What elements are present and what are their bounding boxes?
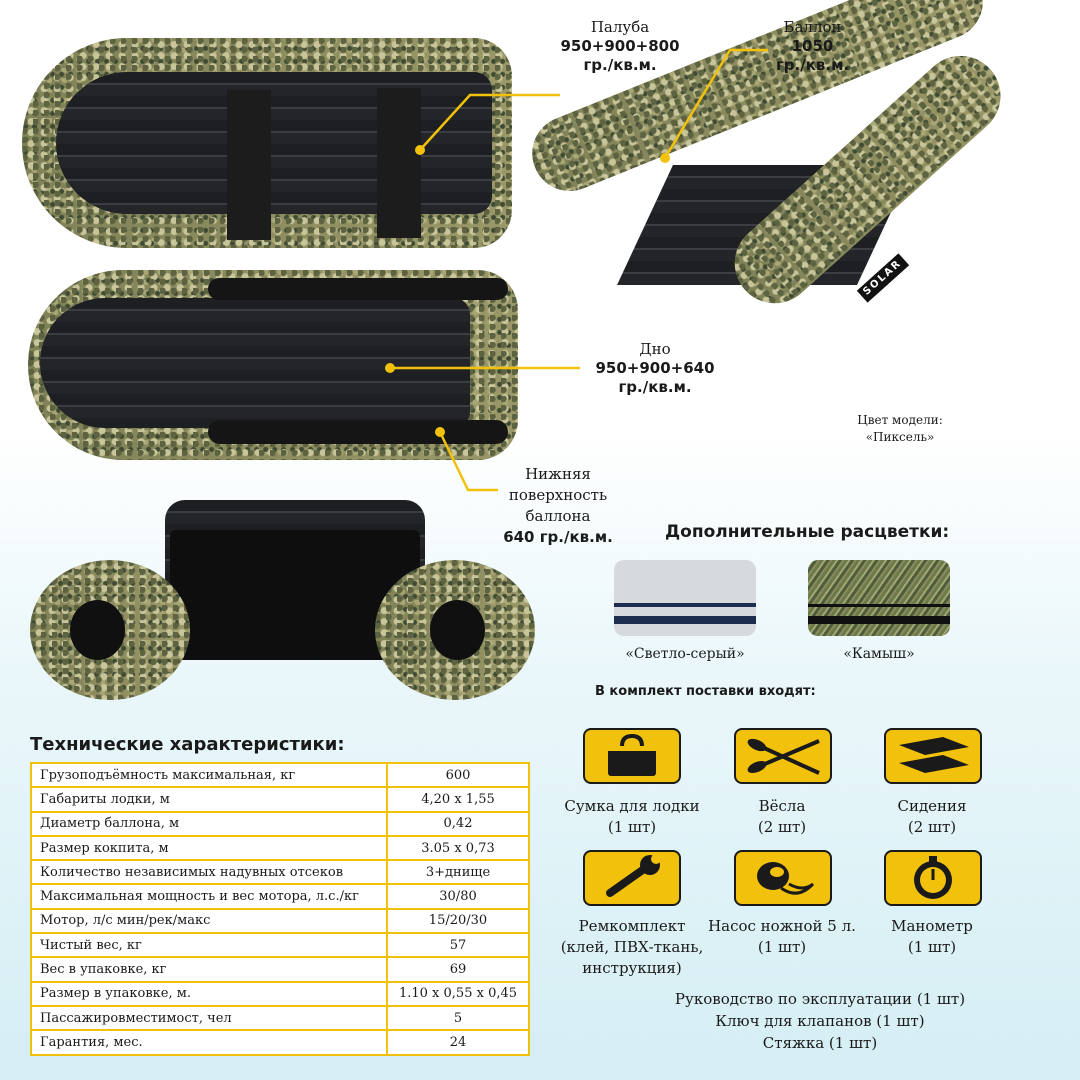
spec-name: Максимальная мощность и вес мотора, л.с.…: [30, 883, 388, 910]
spec-name: Размер в упаковке, м.: [30, 980, 388, 1007]
tube-underside-callout: Нижняя поверхность баллона 640 гр./кв.м.: [488, 464, 628, 548]
kit-extras: Руководство по эксплуатации (1 шт) Ключ …: [550, 988, 1080, 1054]
manometer-icon: [884, 850, 982, 906]
tube-underside-value: 640 гр./кв.м.: [503, 528, 613, 546]
kit-item-bag-qty: (1 шт): [607, 818, 657, 836]
table-row: Максимальная мощность и вес мотора, л.с.…: [30, 883, 530, 910]
kit-item-foot-pump: Насос ножной 5 л. (1 шт): [692, 916, 872, 958]
kit-item-oars: Вёсла (2 шт): [692, 796, 872, 838]
model-color-value: «Пиксель»: [865, 430, 935, 444]
table-row: Гарантия, мес.24: [30, 1029, 530, 1056]
spec-name: Мотор, л/с мин/рек/макс: [30, 907, 388, 935]
color-swatch-light-grey: [614, 560, 756, 636]
model-color-label: Цвет модели:: [857, 413, 943, 427]
kit-item-repair-kit-name: Ремкомплект: [578, 917, 686, 935]
spec-value: 600: [386, 761, 530, 789]
kit-extra-valve-key: Ключ для клапанов (1 шт): [715, 1012, 925, 1030]
spec-value: 4,20 х 1,55: [386, 786, 530, 813]
bottom-value: 950+900+640: [595, 359, 715, 377]
tube-underside-line3: баллона: [525, 507, 591, 525]
kit-item-foot-pump-qty: (1 шт): [757, 938, 807, 956]
kit-item-seats: Сидения (2 шт): [842, 796, 1022, 838]
spec-value: 1.10 х 0,55 х 0,45: [386, 980, 530, 1007]
deck-value: 950+900+800: [560, 37, 680, 55]
seats-icon: [884, 728, 982, 784]
color-label-light-grey: «Светло-серый»: [625, 646, 745, 662]
bag-icon: [583, 728, 681, 784]
tube-callout: Баллон 1050 гр./кв.м.: [765, 18, 860, 75]
boat-bottom-view-image: [28, 270, 518, 460]
spec-name: Вес в упаковке, кг: [30, 956, 388, 983]
spec-value: 3+днище: [386, 859, 530, 886]
spec-name: Грузоподъёмность максимальная, кг: [30, 761, 388, 789]
deck-unit: гр./кв.м.: [583, 56, 657, 74]
kit-item-repair-kit: Ремкомплект (клей, ПВХ-ткань, инструкция…: [542, 916, 722, 979]
tube-label: Баллон: [783, 18, 842, 36]
deck-label: Палуба: [590, 18, 650, 36]
kit-item-seats-qty: (2 шт): [907, 818, 957, 836]
spec-value: 0,42: [386, 810, 530, 837]
tube-value: 1050: [791, 37, 834, 55]
kit-item-oars-name: Вёсла: [758, 797, 806, 815]
tube-underside-line2: поверхность: [508, 486, 608, 504]
additional-colors-title: Дополнительные расцветки:: [665, 522, 950, 542]
spec-name: Размер кокпита, м: [30, 834, 388, 862]
specs-title: Технические характеристики:: [30, 734, 345, 755]
kit-item-manometer: Манометр (1 шт): [842, 916, 1022, 958]
spec-value: 5: [386, 1004, 530, 1032]
kit-item-foot-pump-name: Насос ножной 5 л.: [708, 917, 856, 935]
spec-value: 30/80: [386, 883, 530, 910]
spec-name: Гарантия, мес.: [30, 1029, 388, 1056]
boat-top-view-image: [22, 38, 512, 248]
kit-item-bag-name: Сумка для лодки: [564, 797, 700, 815]
spec-value: 15/20/30: [386, 907, 530, 935]
kit-item-manometer-name: Манометр: [891, 917, 973, 935]
spec-name: Диаметр баллона, м: [30, 810, 388, 837]
boat-stern-view-image: [30, 500, 560, 710]
kit-item-bag: Сумка для лодки (1 шт): [542, 796, 722, 838]
kit-extra-strap: Стяжка (1 шт): [762, 1034, 878, 1052]
model-color: Цвет модели: «Пиксель»: [850, 412, 950, 446]
kit-item-manometer-qty: (1 шт): [907, 938, 957, 956]
spec-value: 24: [386, 1029, 530, 1056]
kit-extra-manual: Руководство по эксплуатации (1 шт): [674, 990, 966, 1008]
spec-value: 69: [386, 956, 530, 983]
boat-angle-view-image: SOLAR: [520, 0, 1045, 375]
bottom-label: Дно: [639, 340, 671, 358]
bottom-unit: гр./кв.м.: [618, 378, 692, 396]
spec-value: 57: [386, 932, 530, 959]
oars-icon: [734, 728, 832, 784]
spec-name: Габариты лодки, м: [30, 786, 388, 813]
kit-title: В комплект поставки входят:: [595, 684, 816, 699]
spec-name: Пассажировместимост, чел: [30, 1004, 388, 1032]
color-swatch-reed: [808, 560, 950, 636]
foot-pump-icon: [734, 850, 832, 906]
tube-unit: гр./кв.м.: [775, 56, 850, 74]
spec-name: Количество независимых надувных отсеков: [30, 859, 388, 886]
tube-underside-line1: Нижняя: [525, 465, 591, 483]
kit-item-repair-kit-line3: инструкция): [582, 959, 682, 977]
spec-name: Чистый вес, кг: [30, 932, 388, 959]
kit-item-oars-qty: (2 шт): [757, 818, 807, 836]
color-label-reed: «Камыш»: [843, 646, 915, 662]
kit-item-seats-name: Сидения: [897, 797, 967, 815]
wrench-icon: [583, 850, 681, 906]
spec-value: 3.05 х 0,73: [386, 834, 530, 862]
table-row: Размер в упаковке, м.1.10 х 0,55 х 0,45: [30, 980, 530, 1007]
bottom-callout: Дно 950+900+640 гр./кв.м.: [585, 340, 725, 397]
deck-callout: Палуба 950+900+800 гр./кв.м.: [555, 18, 685, 75]
kit-item-repair-kit-line2: (клей, ПВХ-ткань,: [560, 938, 704, 956]
